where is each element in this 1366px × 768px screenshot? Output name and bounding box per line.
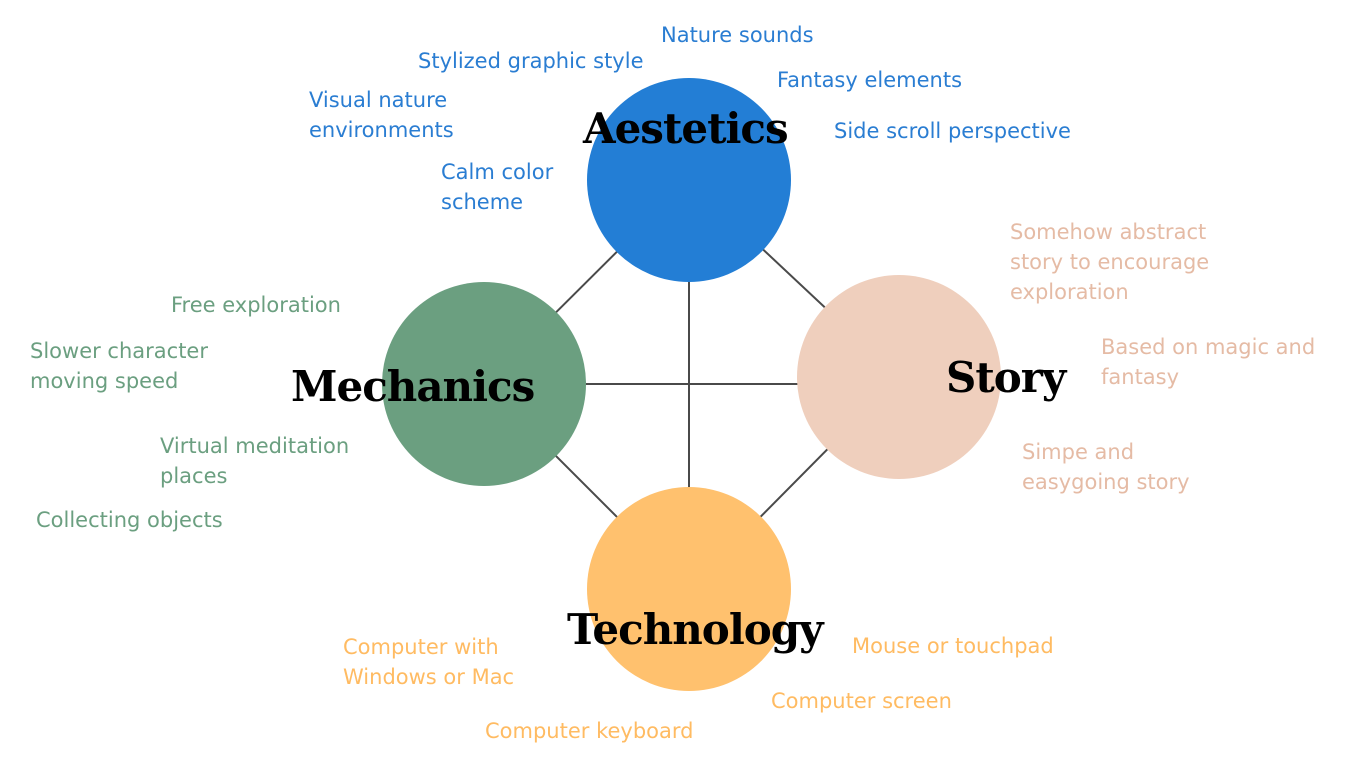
mechanics-note: Slower character moving speed — [30, 339, 208, 393]
mechanics-title: Mechanics — [291, 362, 535, 411]
aesthetics-note: Visual nature environments — [309, 88, 454, 142]
aesthetics-note: Side scroll perspective — [834, 119, 1071, 143]
story-title: Story — [946, 353, 1066, 402]
aesthetics-note: Fantasy elements — [777, 68, 963, 92]
aesthetics-note: Nature sounds — [661, 23, 814, 47]
story-note: Simpe and easygoing story — [1022, 440, 1190, 494]
technology-note: Mouse or touchpad — [852, 634, 1054, 658]
mechanics-note: Virtual meditation places — [160, 434, 350, 488]
aesthetics-note: Stylized graphic style — [418, 49, 644, 73]
aesthetics-circle — [587, 78, 791, 282]
mechanics-circle — [382, 282, 586, 486]
technology-title: Technology — [567, 605, 824, 654]
technology-note: Computer with Windows or Mac — [343, 635, 515, 689]
technology-note: Computer keyboard — [485, 719, 694, 743]
story-note: Based on magic and fantasy — [1101, 335, 1316, 389]
story-note: Somehow abstract story to encourage expl… — [1010, 220, 1210, 304]
story-circle — [797, 275, 1001, 479]
mechanics-note: Collecting objects — [36, 508, 223, 532]
technology-circle — [587, 487, 791, 691]
aesthetics-note: Calm color scheme — [441, 160, 554, 214]
aesthetics-title: Aestetics — [583, 104, 789, 153]
technology-note: Computer screen — [771, 689, 952, 713]
mechanics-note: Free exploration — [171, 293, 341, 317]
